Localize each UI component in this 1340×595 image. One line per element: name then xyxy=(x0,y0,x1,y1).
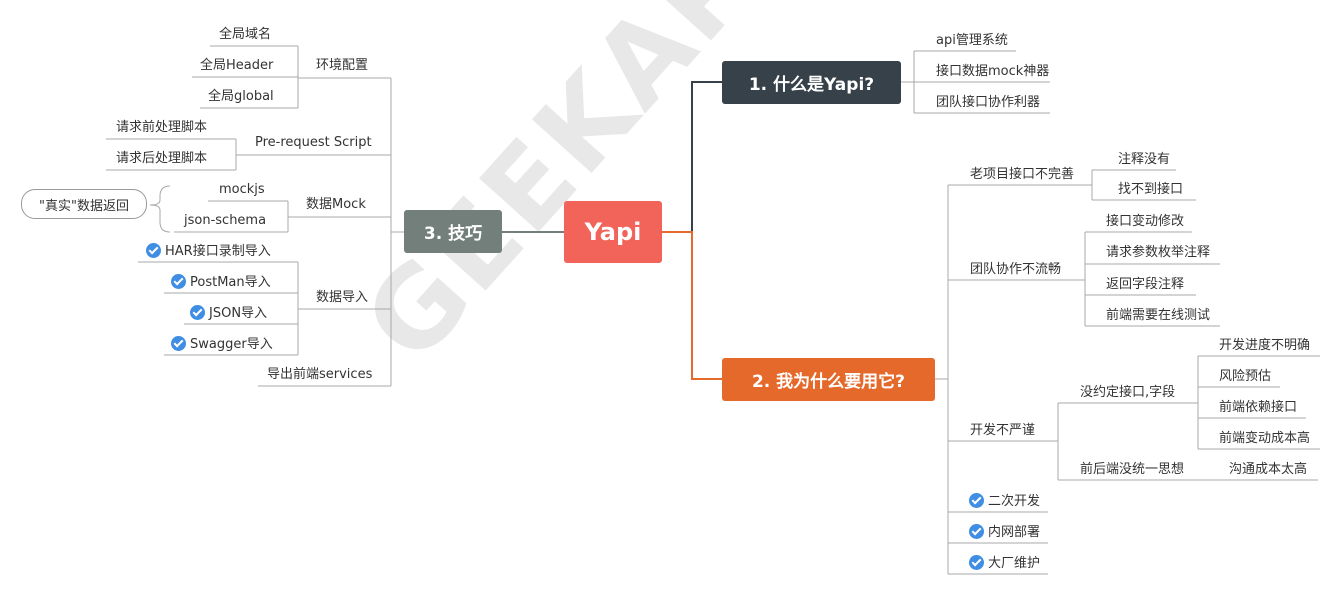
env-item[interactable]: 全局global xyxy=(208,89,274,104)
branch1-item[interactable]: 接口数据mock神器 xyxy=(936,64,1050,79)
branch1-node[interactable]: 1. 什么是Yapi? xyxy=(722,61,901,104)
import-item[interactable]: PostMan导入 xyxy=(171,274,271,291)
import-item-label: PostMan导入 xyxy=(190,275,271,290)
team-item[interactable]: 前端需要在线测试 xyxy=(1106,308,1211,323)
dev-sub1-item[interactable]: 开发进度不明确 xyxy=(1219,338,1311,353)
mock-note[interactable]: "真实"数据返回 xyxy=(21,189,147,219)
prereq-item[interactable]: 请求前处理脚本 xyxy=(116,120,208,135)
connector-branch1-items xyxy=(901,50,1050,114)
checked-item-label: 二次开发 xyxy=(988,494,1041,509)
old-project-item[interactable]: 找不到接口 xyxy=(1118,182,1184,197)
import-item-label: Swagger导入 xyxy=(190,337,273,352)
old-project-label[interactable]: 老项目接口不完善 xyxy=(970,167,1075,182)
connector-mock xyxy=(174,200,289,233)
connector-dev xyxy=(1057,402,1198,481)
connector-prereq xyxy=(106,138,237,171)
root-node[interactable]: Yapi xyxy=(564,201,662,263)
mock-item[interactable]: mockjs xyxy=(219,182,265,197)
check-icon xyxy=(171,336,186,351)
team-item[interactable]: 请求参数枚举注释 xyxy=(1106,245,1211,260)
connector-root-branch1 xyxy=(662,81,722,233)
check-icon xyxy=(969,555,984,570)
mock-item[interactable]: json-schema xyxy=(184,213,267,228)
old-project-item[interactable]: 注释没有 xyxy=(1118,152,1171,167)
dev-sub1-item[interactable]: 前端依赖接口 xyxy=(1219,400,1298,415)
branch3-node[interactable]: 3. 技巧 xyxy=(404,210,502,253)
checked-item[interactable]: 大厂维护 xyxy=(969,555,1040,572)
branch1-title: 1. 什么是Yapi? xyxy=(748,75,875,95)
env-label[interactable]: 环境配置 xyxy=(316,58,369,73)
connector-env xyxy=(192,45,299,109)
connector-branch3-spine xyxy=(236,77,404,387)
checked-item-label: 内网部署 xyxy=(988,525,1041,540)
dev-sub2-label[interactable]: 前后端没统一思想 xyxy=(1080,462,1185,477)
dev-sub1-item[interactable]: 前端变动成本高 xyxy=(1219,431,1311,446)
connector-dev-sub1 xyxy=(1197,355,1320,450)
checked-item[interactable]: 内网部署 xyxy=(969,524,1040,541)
connector-root-branch2 xyxy=(662,231,722,380)
env-item[interactable]: 全局域名 xyxy=(219,27,272,42)
dev-label[interactable]: 开发不严谨 xyxy=(970,423,1036,438)
prereq-item[interactable]: 请求后处理脚本 xyxy=(116,151,208,166)
check-icon xyxy=(146,243,161,258)
connector-import xyxy=(138,261,299,356)
export-label[interactable]: 导出前端services xyxy=(267,367,373,382)
connector-old-project xyxy=(1080,169,1196,201)
dev-sub2-item[interactable]: 沟通成本太高 xyxy=(1229,462,1308,477)
branch2-node[interactable]: 2. 我为什么要用它? xyxy=(722,358,935,401)
connector-branch2-spine xyxy=(935,184,1080,575)
team-item[interactable]: 接口变动修改 xyxy=(1106,214,1185,229)
mock-label[interactable]: 数据Mock xyxy=(306,197,366,212)
check-icon xyxy=(969,524,984,539)
branch3-title: 3. 技巧 xyxy=(423,224,483,244)
branch2-title: 2. 我为什么要用它? xyxy=(751,372,906,392)
branch1-item[interactable]: 团队接口协作利器 xyxy=(936,95,1041,110)
env-item[interactable]: 全局Header xyxy=(200,58,274,73)
checked-item[interactable]: 二次开发 xyxy=(969,493,1040,510)
prereq-label[interactable]: Pre-request Script xyxy=(255,135,372,150)
team-item[interactable]: 返回字段注释 xyxy=(1106,277,1185,292)
import-item[interactable]: JSON导入 xyxy=(190,305,267,322)
team-label[interactable]: 团队协作不流畅 xyxy=(970,262,1062,277)
connector-team xyxy=(1066,231,1220,327)
branch1-item[interactable]: api管理系统 xyxy=(936,33,1008,48)
check-icon xyxy=(171,274,186,289)
checked-item-label: 大厂维护 xyxy=(988,556,1041,571)
import-item[interactable]: HAR接口录制导入 xyxy=(146,243,271,260)
check-icon xyxy=(190,305,205,320)
import-item-label: HAR接口录制导入 xyxy=(165,244,271,259)
mock-brace xyxy=(149,185,171,233)
dev-sub1-item[interactable]: 风险预估 xyxy=(1219,369,1272,384)
check-icon xyxy=(969,493,984,508)
import-label[interactable]: 数据导入 xyxy=(316,290,369,305)
import-item-label: JSON导入 xyxy=(209,306,268,321)
root-label: Yapi xyxy=(584,218,642,246)
import-item[interactable]: Swagger导入 xyxy=(171,336,273,353)
dev-sub1-label[interactable]: 没约定接口,字段 xyxy=(1080,385,1176,400)
